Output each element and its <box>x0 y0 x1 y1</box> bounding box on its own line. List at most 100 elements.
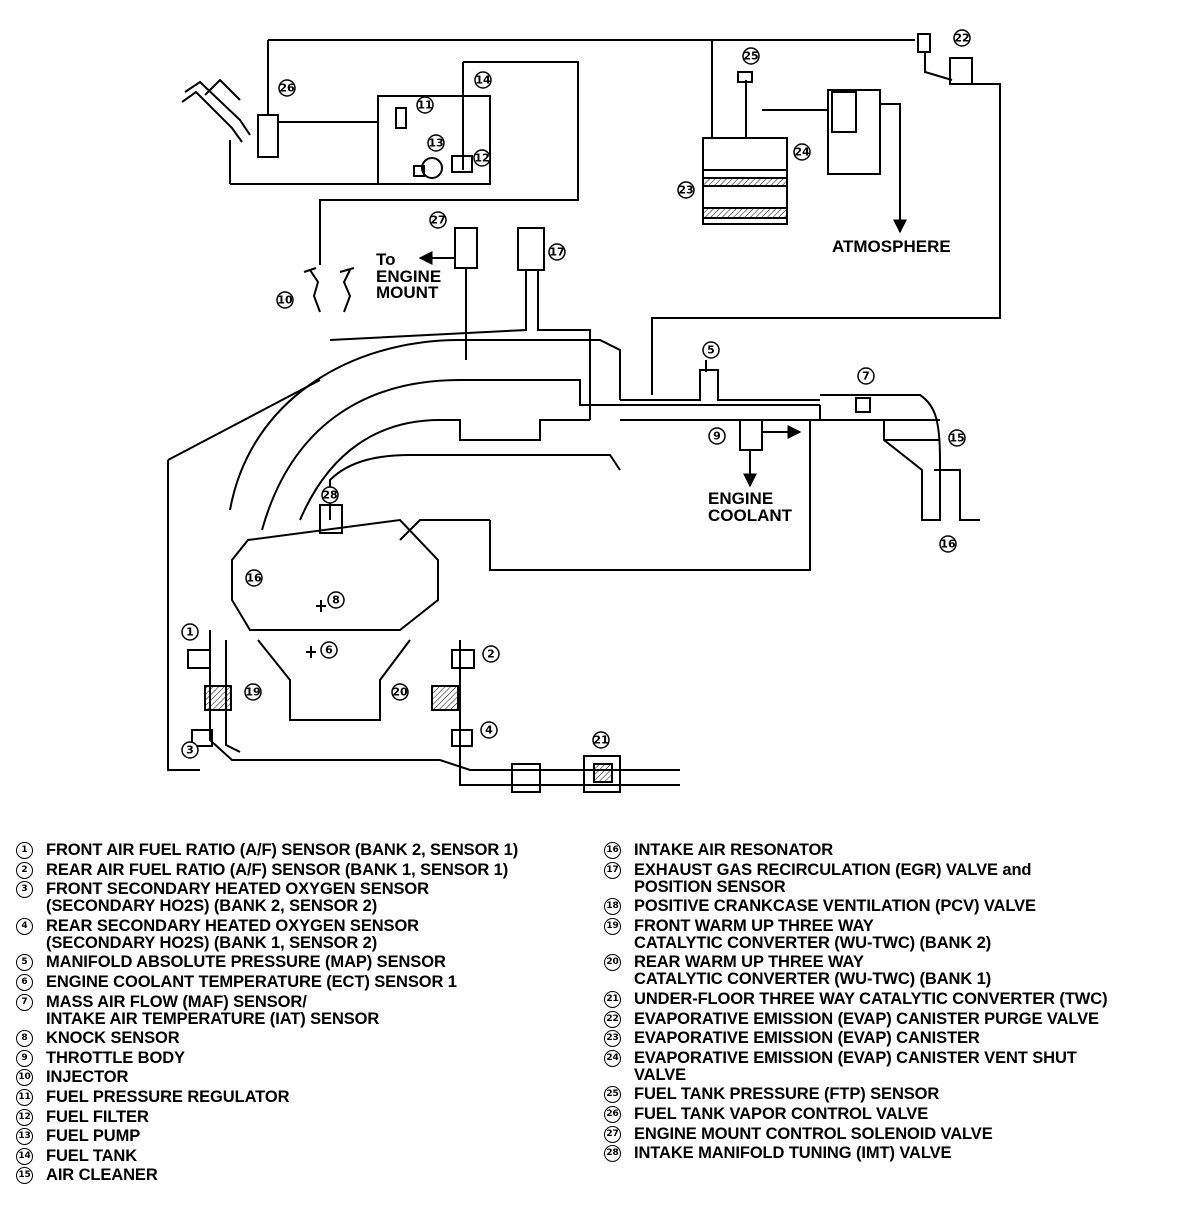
callout-number: 28 <box>322 489 337 502</box>
legend-item: 9 THROTTLE BODY <box>16 1048 596 1067</box>
legend-number: 22 <box>604 1010 621 1028</box>
legend-number: 1 <box>16 842 33 859</box>
callout-number: 8 <box>332 594 340 607</box>
legend-text: FUEL TANK PRESSURE (FTP) SENSOR <box>634 1085 940 1104</box>
legend-number: 25 <box>604 1086 621 1104</box>
legend-text: POSITIVE CRANKCASE VENTILATION (PCV) VAL… <box>634 897 1036 916</box>
fuel-filter <box>451 155 473 173</box>
legend-text: ENGINE COOLANT TEMPERATURE (ECT) SENSOR … <box>46 972 457 991</box>
callout-c14: 14 <box>474 71 492 89</box>
legend-number: 12 <box>16 1108 33 1126</box>
callout-number: 25 <box>743 50 758 63</box>
legend-item: 10 INJECTOR <box>16 1068 596 1087</box>
callout-number: 24 <box>794 146 810 159</box>
legend-text: KNOCK SENSOR <box>46 1029 180 1048</box>
callout-number: 11 <box>417 99 432 112</box>
legend-number: 14 <box>16 1147 33 1165</box>
legend-number: 6 <box>16 973 33 991</box>
legend-text: FUEL PRESSURE REGULATOR <box>46 1087 290 1106</box>
legend-text: FRONT SECONDARY HEATED OXYGEN SENSOR (SE… <box>46 880 429 916</box>
emission-system-diagram: To ENGINE MOUNT ATMOSPHERE ENGINE COOLAN… <box>167 29 1001 793</box>
rear-af-sensor <box>451 649 475 669</box>
callout-c23: 23 <box>677 181 695 199</box>
air-cleaner <box>884 419 940 441</box>
evap-canister-purge-valve <box>949 57 973 85</box>
legend-text: FUEL TANK <box>46 1146 138 1165</box>
legend-number: 5 <box>16 954 33 972</box>
legend-item: 20 REAR WARM UP THREE WAY CATALYTIC CONVE… <box>604 954 1176 988</box>
fuel-tank-pressure-sensor <box>737 71 753 83</box>
legend-item: 14 FUEL TANK <box>16 1146 596 1165</box>
engine-coolant-label: COOLANT <box>708 506 793 525</box>
callout-number: 15 <box>949 432 964 445</box>
legend-number: 9 <box>16 1049 33 1067</box>
callout-c16a: 16 <box>939 535 957 553</box>
legend-item: 11 FUEL PRESSURE REGULATOR <box>16 1087 596 1106</box>
callout-c10: 10 <box>276 291 294 309</box>
legend-number: 10 <box>16 1069 33 1087</box>
fuel-pressure-regulator <box>395 107 407 129</box>
callout-number: 4 <box>485 724 493 737</box>
callout-number: 22 <box>954 32 969 45</box>
legend-text: MASS AIR FLOW (MAF) SENSOR/ INTAKE AIR T… <box>46 992 380 1028</box>
legend-text: THROTTLE BODY <box>46 1048 185 1067</box>
legend-number: 20 <box>604 954 621 972</box>
legend-text: REAR AIR FUEL RATIO (A/F) SENSOR (BANK 1… <box>46 860 509 879</box>
callout-number: 2 <box>487 648 495 661</box>
fuel-tank-vapor-control-valve <box>257 114 279 158</box>
callout-c2: 2 <box>482 645 500 663</box>
legend-number: 17 <box>604 861 621 879</box>
legend-number: 18 <box>604 898 621 916</box>
engine-coolant-label: ENGINE <box>708 489 773 508</box>
callout-number: 17 <box>549 246 564 259</box>
to-engine-mount-label: ENGINE <box>376 267 441 286</box>
callout-c6: 6 <box>320 641 338 659</box>
callout-c11: 11 <box>416 96 434 114</box>
intake-manifold-tuning-valve <box>319 504 343 534</box>
legend-number: 21 <box>604 990 621 1008</box>
callout-number: 26 <box>279 82 295 95</box>
legend-number: 28 <box>604 1145 621 1163</box>
egr-valve <box>517 227 545 271</box>
legend-number: 13 <box>16 1128 33 1146</box>
callout-number: 16 <box>246 572 262 585</box>
callout-number: 7 <box>862 370 870 383</box>
callout-c13: 13 <box>427 134 445 152</box>
callout-c20: 20 <box>391 683 409 701</box>
callout-c1: 1 <box>181 623 199 641</box>
front-secondary-ho2s <box>191 729 213 747</box>
to-engine-mount-label: MOUNT <box>376 283 439 302</box>
legend-number: 15 <box>16 1167 33 1185</box>
legend-text: REAR WARM UP THREE WAY CATALYTIC CONVERT… <box>634 953 992 989</box>
legend-text: INJECTOR <box>46 1068 129 1087</box>
fuel-tank <box>377 95 491 185</box>
legend-number: 26 <box>604 1105 621 1123</box>
callout-number: 5 <box>707 344 715 357</box>
callout-c5: 5 <box>702 341 720 359</box>
legend-number: 2 <box>16 861 33 879</box>
callout-number: 13 <box>428 137 443 150</box>
callout-number: 6 <box>325 644 333 657</box>
callout-number: 12 <box>474 152 489 165</box>
legend-text: REAR SECONDARY HEATED OXYGEN SENSOR (SEC… <box>46 916 420 952</box>
fuel-filler-neck <box>181 78 251 143</box>
legend-item: 6 ENGINE COOLANT TEMPERATURE (ECT) SENSOR… <box>16 972 596 991</box>
legend-text: EVAPORATIVE EMISSION (EVAP) CANISTER VEN… <box>634 1048 1077 1084</box>
front-warm-up-catalyst <box>204 685 232 711</box>
callout-c27: 27 <box>429 211 447 229</box>
mass-air-flow-sensor <box>855 397 871 413</box>
callout-number: 16 <box>940 538 956 551</box>
legend-number: 11 <box>16 1088 33 1106</box>
